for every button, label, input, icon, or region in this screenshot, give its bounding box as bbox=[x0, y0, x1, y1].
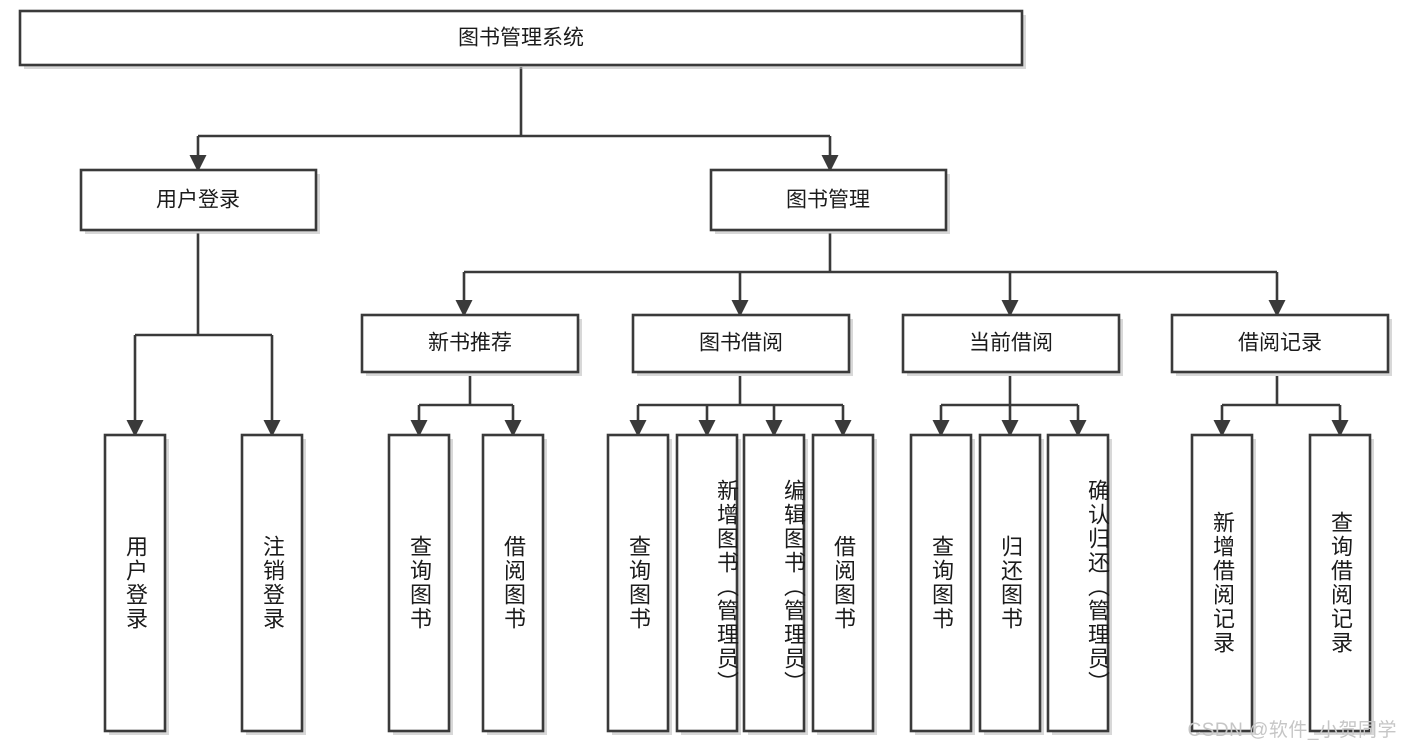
node-root-label: 图书管理系统 bbox=[458, 27, 584, 50]
node-borrow-record[interactable]: 借阅记录 bbox=[1170, 313, 1392, 376]
connector-group-root bbox=[189, 67, 839, 172]
leaf-box[interactable] bbox=[1046, 433, 1112, 735]
leaf-box[interactable] bbox=[909, 433, 975, 735]
leaf-box[interactable] bbox=[103, 433, 169, 735]
leaf-box[interactable] bbox=[978, 433, 1044, 735]
node-book-borrow[interactable]: 图书借阅 bbox=[631, 313, 853, 376]
leaf-box[interactable] bbox=[811, 433, 877, 735]
leaf-box[interactable] bbox=[240, 433, 306, 735]
connector-group-user-login bbox=[126, 233, 281, 437]
node-book-manage-label: 图书管理 bbox=[786, 189, 870, 212]
node-book-borrow-label: 图书借阅 bbox=[699, 332, 783, 355]
leaf-box[interactable] bbox=[1190, 433, 1256, 735]
csdn-watermark: CSDN @软件_小贺同学 bbox=[1187, 720, 1397, 741]
connector-group-borrow-record bbox=[1213, 376, 1349, 437]
connector-group-current-borrow bbox=[932, 376, 1087, 437]
node-new-book-recommend[interactable]: 新书推荐 bbox=[360, 313, 582, 376]
leaf-box[interactable] bbox=[387, 433, 453, 735]
node-user-login[interactable]: 用户登录 bbox=[79, 168, 320, 234]
leaf-box[interactable] bbox=[481, 433, 547, 735]
node-new-book-recommend-label: 新书推荐 bbox=[428, 332, 512, 355]
node-user-login-label: 用户登录 bbox=[156, 189, 240, 212]
node-borrow-record-label: 借阅记录 bbox=[1238, 332, 1322, 355]
connector-group-new-book-recommend bbox=[410, 376, 522, 437]
leaf-box[interactable] bbox=[1308, 433, 1374, 735]
connector-group-book-borrow bbox=[629, 376, 852, 437]
leaf-box-group bbox=[103, 433, 1374, 735]
node-current-borrow[interactable]: 当前借阅 bbox=[901, 313, 1123, 376]
node-book-manage[interactable]: 图书管理 bbox=[709, 168, 950, 234]
leaf-box[interactable] bbox=[675, 433, 741, 735]
node-root[interactable]: 图书管理系统 bbox=[18, 9, 1026, 69]
node-current-borrow-label: 当前借阅 bbox=[969, 332, 1053, 355]
leaf-box[interactable] bbox=[606, 433, 672, 735]
connector-group-book-manage bbox=[455, 233, 1286, 317]
leaf-box[interactable] bbox=[742, 433, 808, 735]
